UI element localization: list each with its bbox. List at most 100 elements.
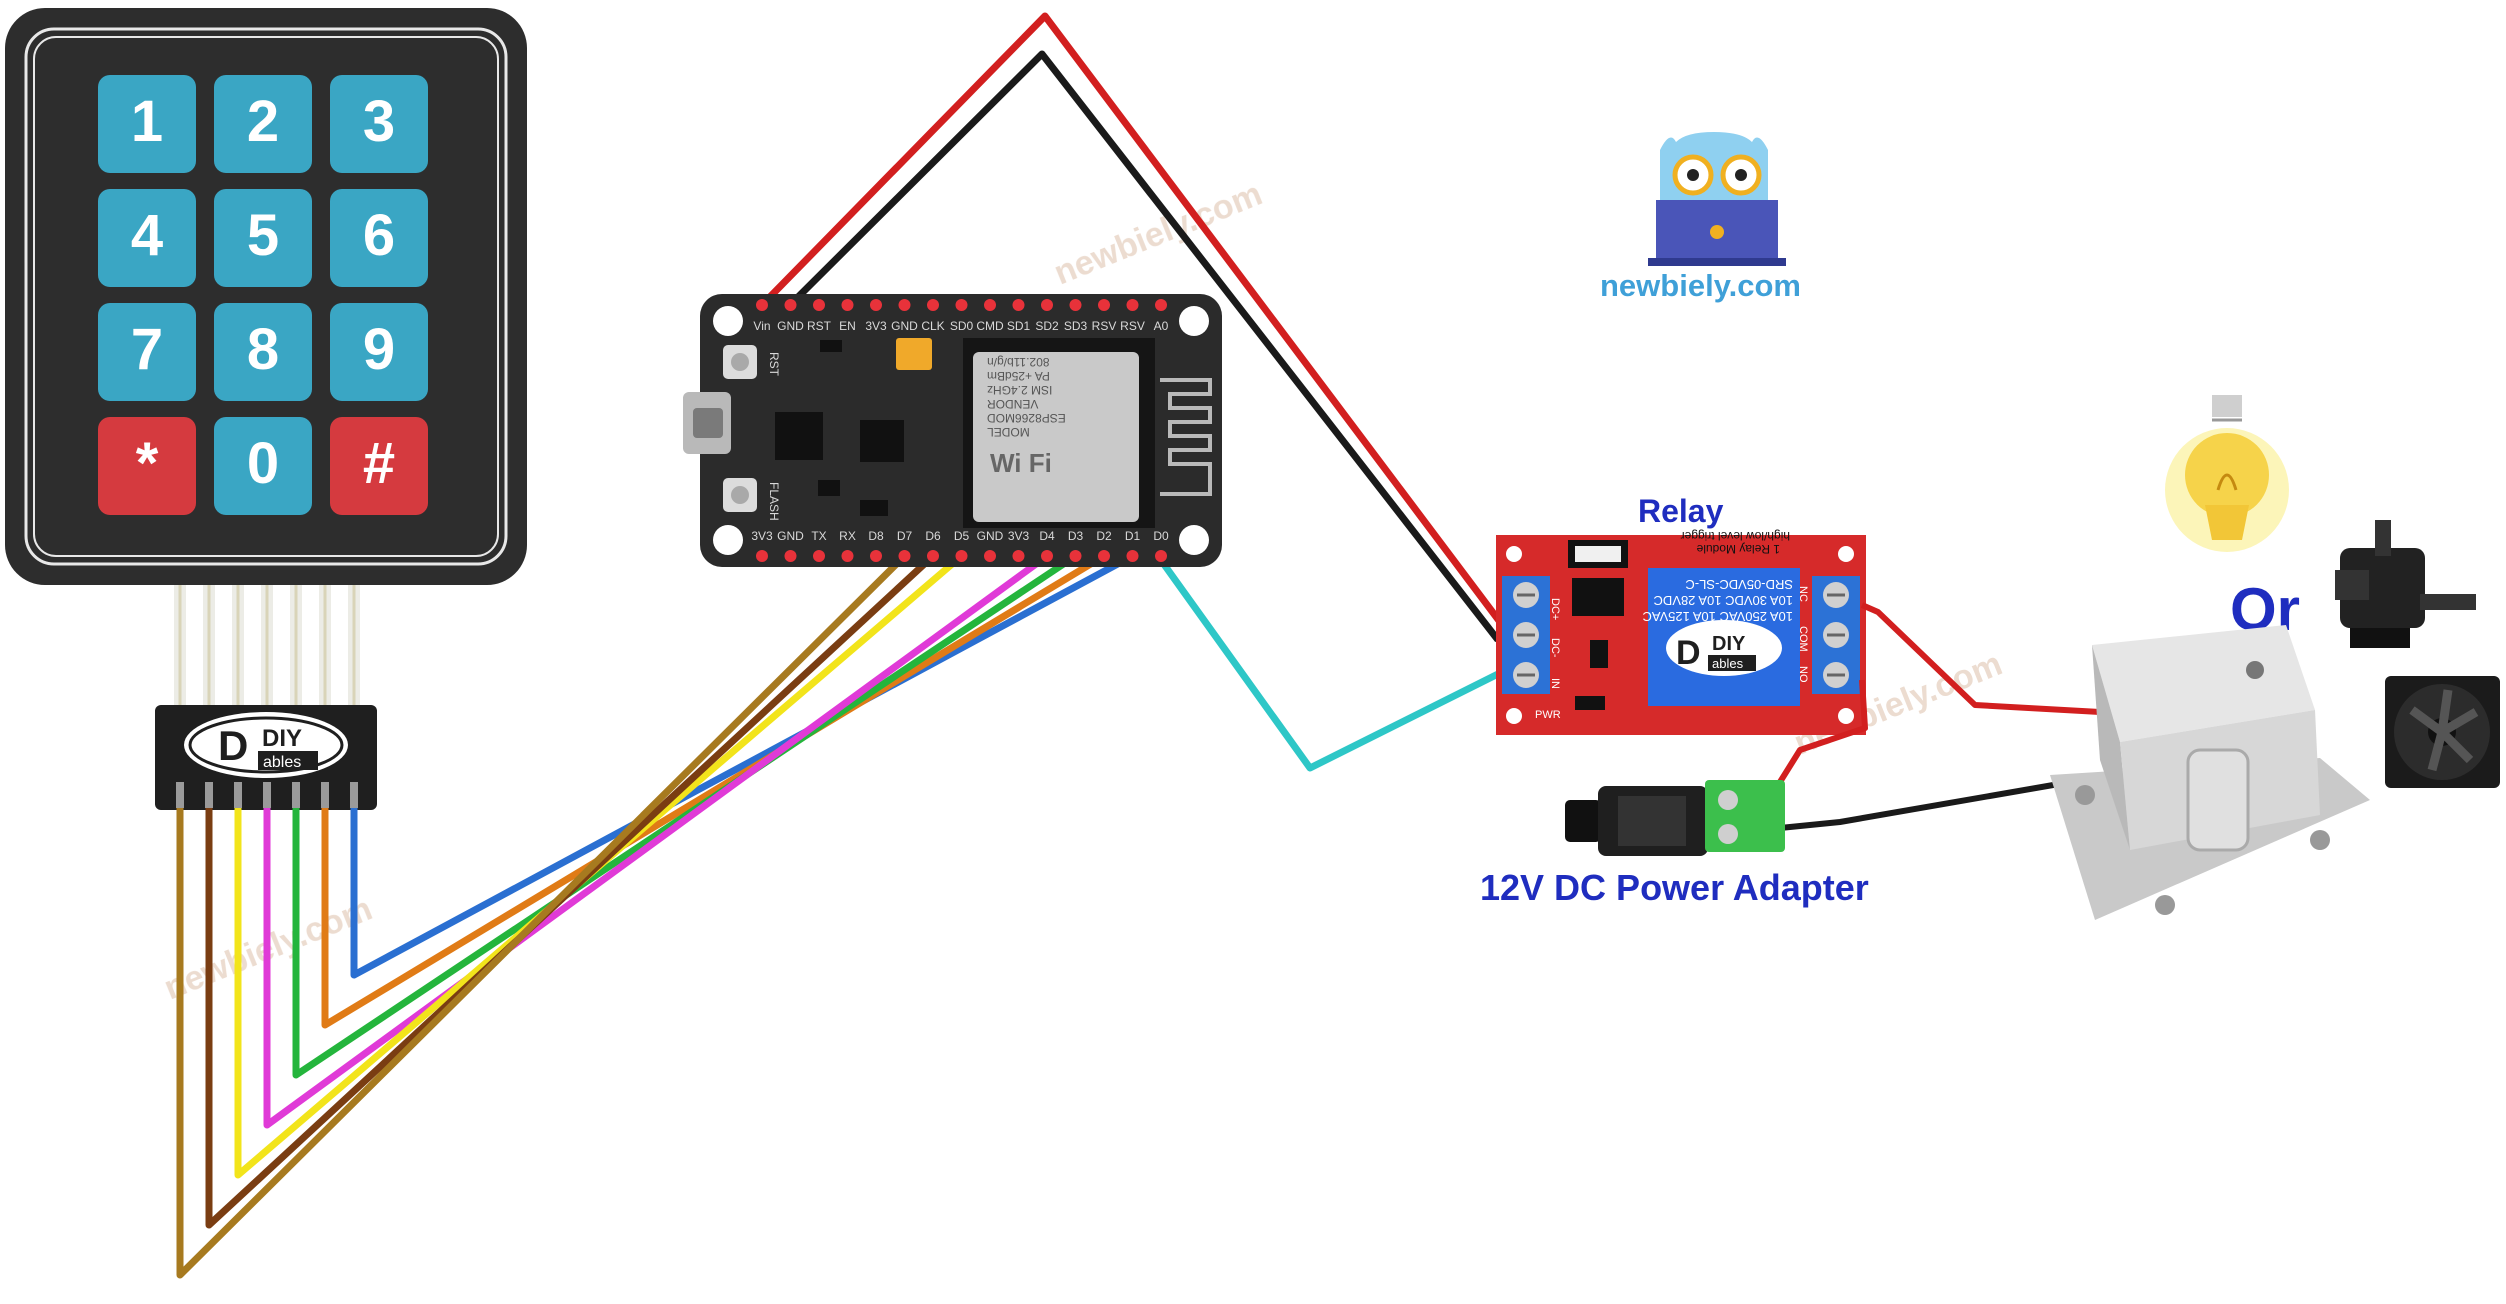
pin-label: D1 [1125,529,1141,543]
relay-cube-text-line: SRD-05VDC-SL-C [1685,577,1793,592]
keypad-wire [176,553,907,1279]
screw-terminal [1705,780,1785,852]
pin-label: RSV [1120,319,1145,333]
pin-bottom [756,550,768,562]
pin-label: 3V3 [865,319,887,333]
key-label: 0 [247,431,279,496]
pin-label: D4 [1039,529,1055,543]
key-8[interactable]: 8 [214,303,312,401]
relay-pin-label: IN [1549,678,1561,689]
pin-top [813,299,825,311]
keypad-wire [205,553,936,1229]
relay-logo-mark: D [1676,634,1701,672]
pin-label: D6 [925,529,941,543]
pin-bottom [1012,550,1025,562]
vin-wire [759,12,1503,625]
module-text-line: MODEL [987,425,1030,439]
module-text-line: 802.11b/g/n [987,355,1050,369]
key-label: 3 [363,89,395,154]
keypad-connector: D DIY ables [155,705,377,810]
key-7[interactable]: 7 [98,303,196,401]
key-0[interactable]: 0 [214,417,312,515]
pin-top [870,299,882,311]
pin-label: SD1 [1007,319,1031,333]
key-label: 5 [247,203,279,268]
gnd-wire [787,50,1501,643]
pin-label: GND [977,529,1004,543]
relay-cube-text-line: 10A 250VAC 10A 125VAC [1642,609,1793,624]
pin-bottom [813,550,825,562]
capacitor [896,338,932,370]
power-adapter: 12V DC Power Adapter [1480,780,1869,908]
pin-label: D0 [1153,529,1169,543]
pin-top [927,299,939,311]
module-text-line: ISM 2.4GHz [987,383,1052,397]
pin-label: D8 [868,529,884,543]
pin-top [1155,299,1167,311]
signal-wire [1155,553,1500,772]
keypad-wires [176,552,1135,1279]
pin-top [984,299,996,311]
pin-bottom [1098,550,1110,562]
trigger-text: high/low level trigger [1681,529,1790,543]
pin-bottom [984,550,996,562]
pin-label: D2 [1096,529,1112,543]
no-to-adapter-wire [1772,679,1868,792]
key-label: 8 [247,317,279,382]
pin-top [1126,299,1139,311]
pin-top [955,299,968,311]
relay-pin-label: NC [1797,586,1809,602]
light-bulb [2165,395,2289,552]
key-4[interactable]: 4 [98,189,196,287]
pin-label: CMD [976,319,1004,333]
key-label: 2 [247,89,279,154]
load-wires [1772,602,2101,831]
pin-bottom [841,550,854,562]
key-2[interactable]: 2 [214,75,312,173]
pin-label: SD3 [1064,319,1088,333]
pin-label: A0 [1154,319,1169,333]
pin-label: D5 [954,529,970,543]
key-label: 1 [131,89,163,154]
water-pump [2335,520,2476,648]
pin-label: GND [891,319,918,333]
pin-label: GND [777,319,804,333]
pin-label: D7 [897,529,913,543]
relay-pin-label: COM [1797,626,1809,652]
key-star[interactable]: * [98,417,196,515]
board-text: 1 Relay Module [1696,542,1780,556]
keypad-ribbon [174,585,360,707]
pin-bottom [955,550,968,562]
pin-top [1069,299,1082,311]
key-label: # [363,431,395,496]
rst-label: RST [767,352,781,377]
pin-label: GND [777,529,804,543]
key-hash[interactable]: # [330,417,428,515]
pin-label: D3 [1068,529,1084,543]
key-6[interactable]: 6 [330,189,428,287]
optocoupler [1572,578,1624,616]
pin-label: RSV [1092,319,1117,333]
key-9[interactable]: 9 [330,303,428,401]
usb-chip [775,412,823,460]
antenna [1160,378,1212,496]
module-text-line: ESP8266MOD [987,411,1066,425]
keypad-border [24,27,508,566]
pin-label: 3V3 [751,529,773,543]
com-to-lock-wire [1860,602,2101,715]
key-1[interactable]: 1 [98,75,196,173]
key-3[interactable]: 3 [330,75,428,173]
pin-bottom [1155,550,1167,562]
pin-top [841,299,854,311]
keypad-wire [263,553,1050,1129]
pin-label: EN [839,319,856,333]
key-5[interactable]: 5 [214,189,312,287]
keypad-wire [234,553,964,1179]
pin-label: SD0 [950,319,974,333]
pin-top [784,299,797,311]
pin-label: 3V3 [1008,529,1030,543]
